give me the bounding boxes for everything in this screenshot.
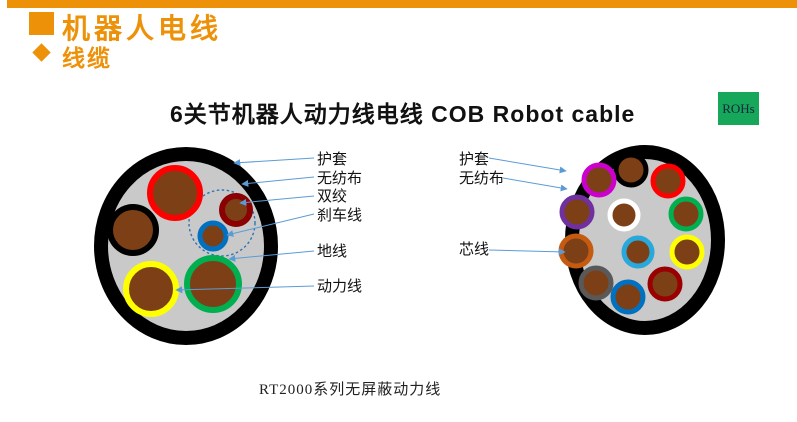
cable-core bbox=[581, 162, 617, 198]
part-label: 护套 bbox=[317, 151, 347, 168]
top-accent-bar bbox=[7, 0, 797, 8]
slide-heading: 6关节机器人动力线电线 COB Robot cable bbox=[170, 101, 636, 127]
cable-core bbox=[613, 152, 649, 188]
cable-core bbox=[621, 235, 655, 269]
twisted-pair-circle bbox=[188, 189, 256, 257]
cable-core bbox=[607, 198, 641, 232]
cable-core bbox=[558, 233, 594, 269]
cable-core bbox=[610, 279, 646, 315]
part-label: 芯线 bbox=[459, 241, 489, 258]
cable-core bbox=[184, 255, 242, 313]
part-label: 双绞 bbox=[317, 188, 347, 205]
cable-core bbox=[197, 220, 229, 252]
leader-line bbox=[175, 285, 315, 294]
part-label: 地线 bbox=[317, 243, 347, 260]
leader-line bbox=[502, 177, 568, 192]
leader-line bbox=[241, 176, 315, 187]
section-title: 线缆 bbox=[62, 45, 112, 71]
cable-core bbox=[650, 163, 686, 199]
caption: RT2000系列无屏蔽动力线 bbox=[259, 382, 442, 398]
leader-line bbox=[226, 213, 315, 237]
leader-line bbox=[228, 250, 315, 262]
part-label: 无纺布 bbox=[317, 170, 362, 187]
cable-core bbox=[668, 196, 704, 232]
cable-core bbox=[123, 261, 179, 317]
leader-line bbox=[233, 157, 315, 167]
rohs-badge: ROHs bbox=[718, 92, 759, 125]
part-label: 刹车线 bbox=[317, 207, 362, 224]
cable-core bbox=[559, 194, 595, 230]
cable-core bbox=[219, 193, 253, 227]
cable-core bbox=[107, 204, 159, 256]
part-label: 护套 bbox=[459, 151, 489, 168]
square-bullet-icon bbox=[29, 12, 54, 35]
cable-core bbox=[647, 266, 683, 302]
cable-core bbox=[147, 165, 203, 221]
part-label: 无纺布 bbox=[459, 170, 504, 187]
leader-line bbox=[488, 248, 566, 256]
leader-line bbox=[488, 157, 567, 174]
cable-core bbox=[669, 234, 705, 270]
leader-line bbox=[239, 195, 315, 206]
page-title: 机器人电线 bbox=[62, 13, 223, 44]
cable-core bbox=[578, 265, 614, 301]
part-label: 动力线 bbox=[317, 278, 362, 295]
